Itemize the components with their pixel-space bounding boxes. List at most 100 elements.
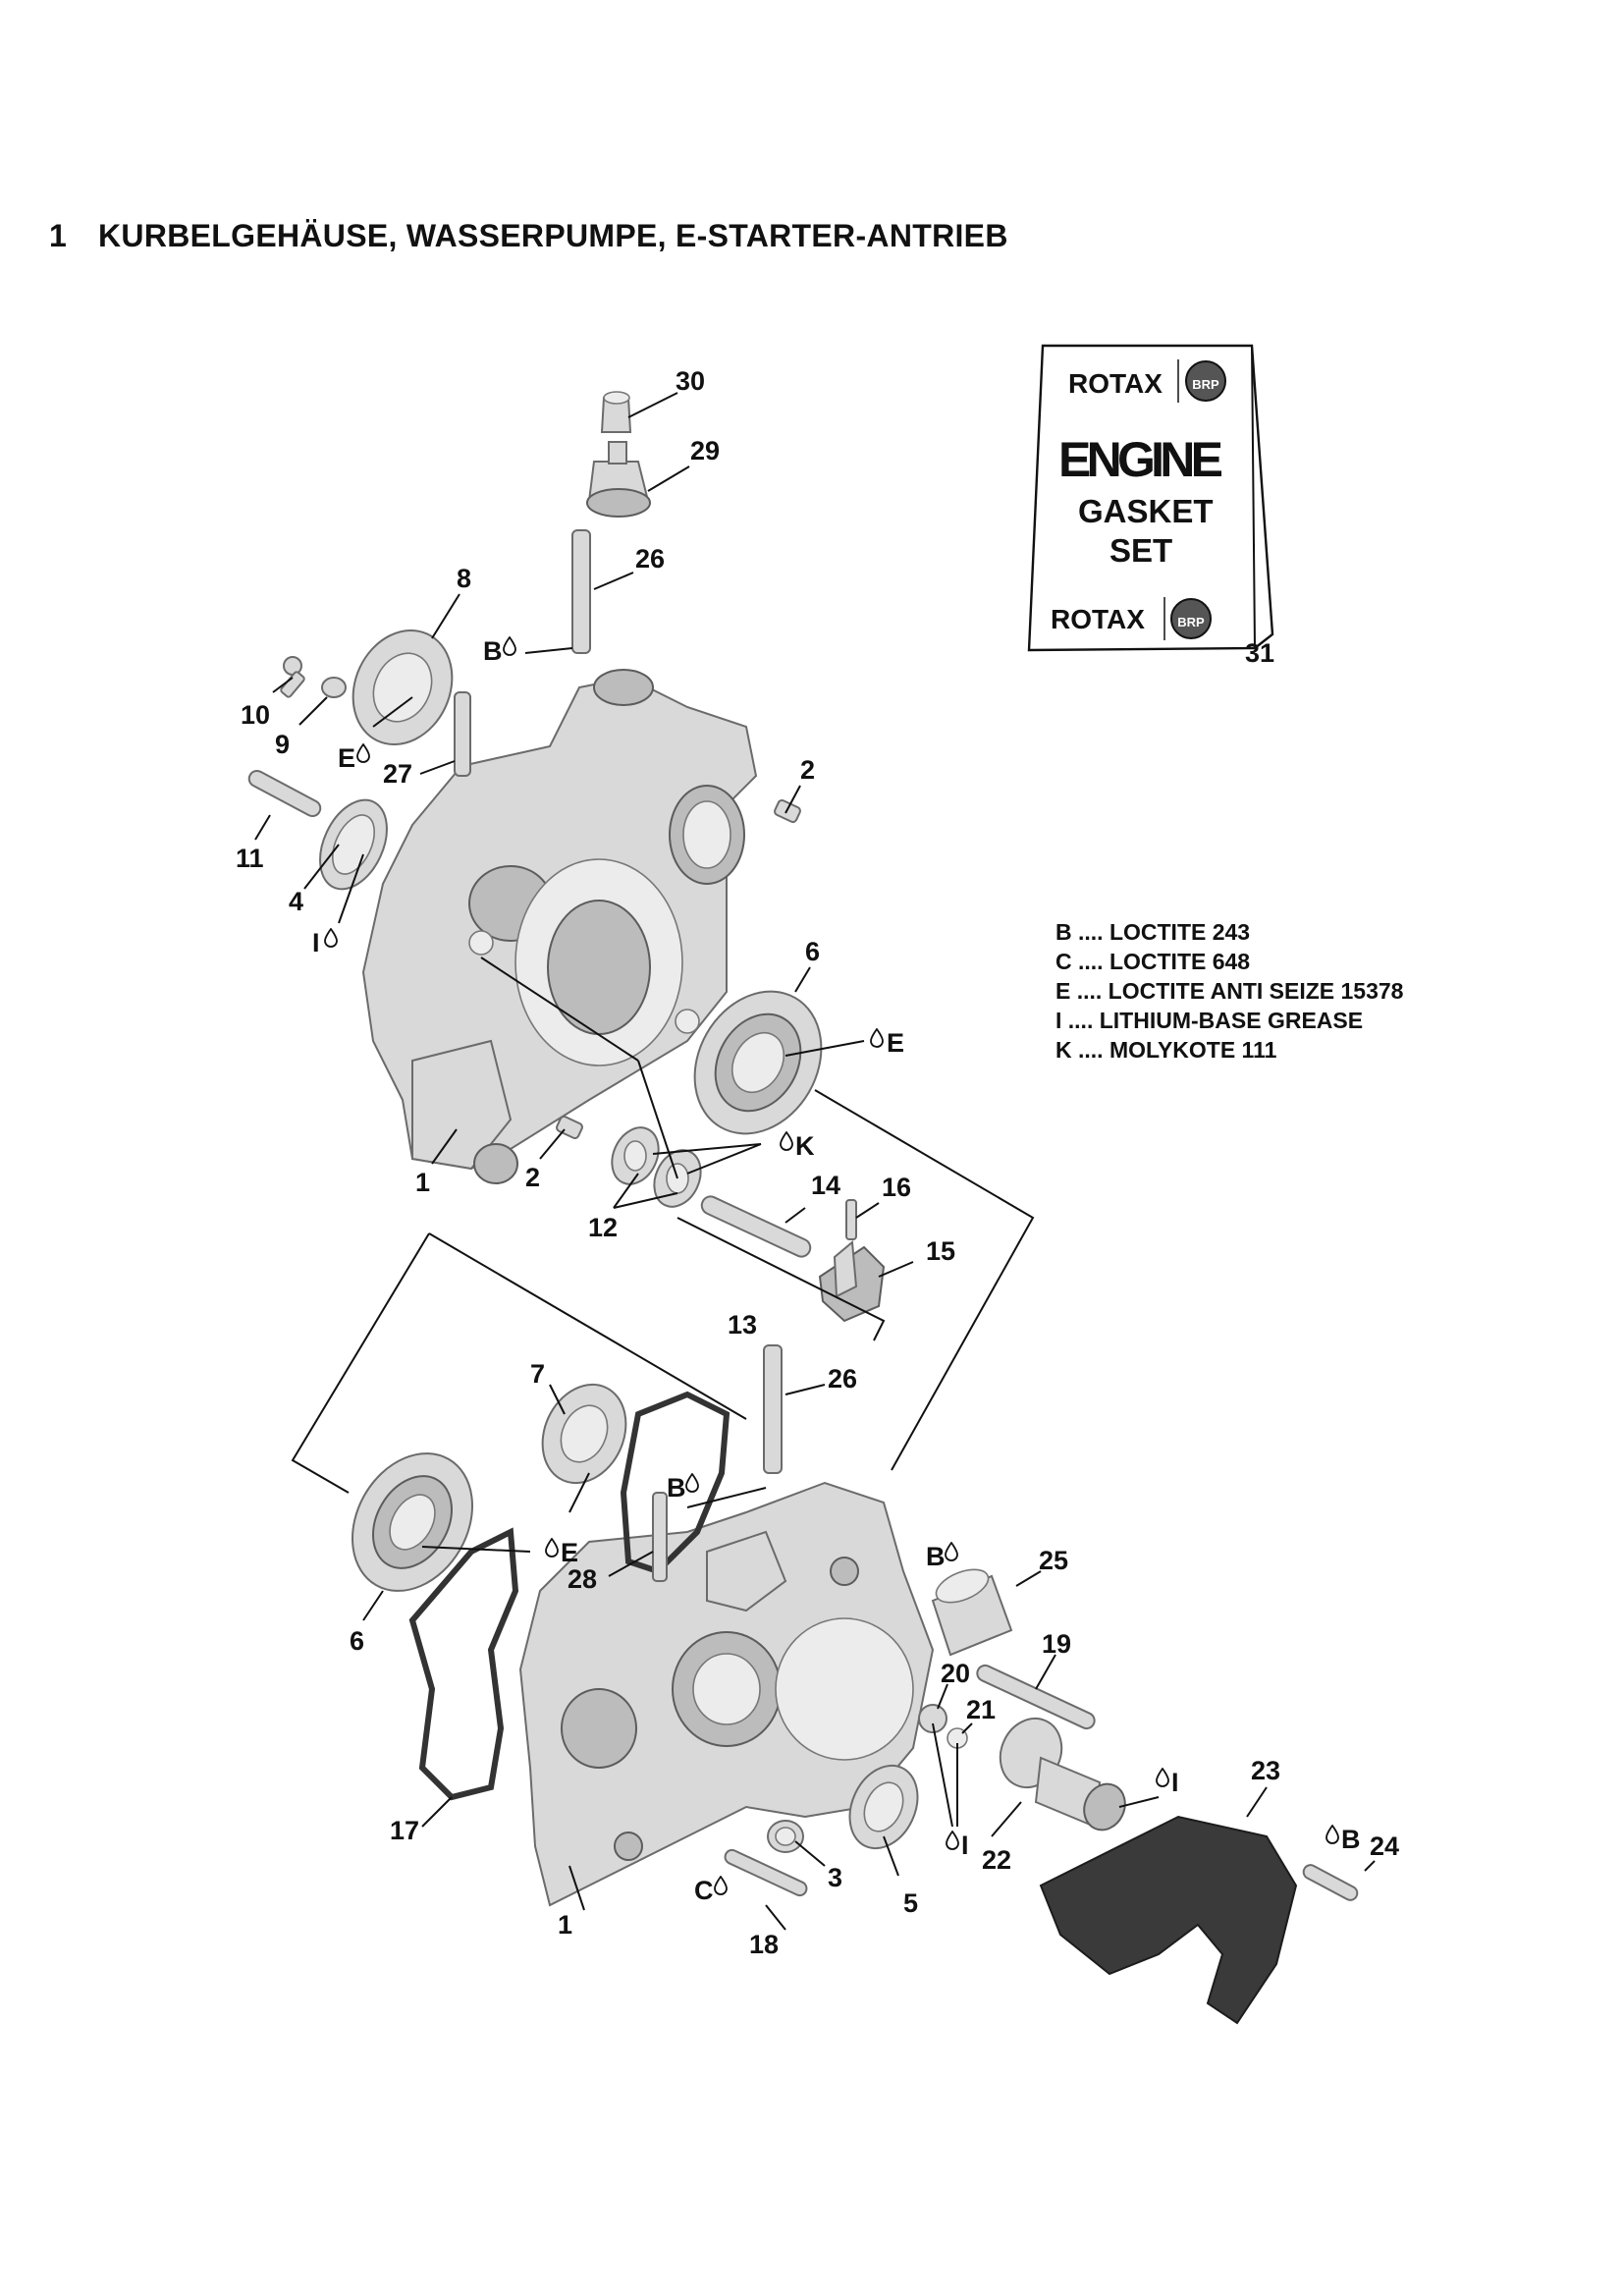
drop-icon-b2 xyxy=(685,1473,699,1493)
callout-27: 27 xyxy=(383,759,412,789)
callout-4: 4 xyxy=(289,887,303,916)
lubricant-legend: B .... LOCTITE 243 C .... LOCTITE 648 E … xyxy=(1055,917,1403,1065)
cap-30 xyxy=(600,391,632,433)
seal-8 xyxy=(352,629,454,746)
bracket-shaft xyxy=(480,957,639,1062)
callout-6-upper: 6 xyxy=(805,937,820,966)
bushing-20 xyxy=(918,1704,947,1733)
legend-item-c: C .... LOCTITE 648 xyxy=(1055,949,1251,974)
callout-i3: I xyxy=(961,1831,969,1860)
drop-icon-i2 xyxy=(1156,1768,1169,1787)
drop-icon-i3 xyxy=(946,1831,959,1850)
page-title: 1 KURBELGEHÄUSE, WASSERPUMPE, E-STARTER-A… xyxy=(49,218,1008,254)
gasket-box-line1: ENGINE xyxy=(1058,432,1223,487)
callout-k: K xyxy=(795,1131,815,1161)
sleeve-25 xyxy=(931,1568,1013,1657)
callout-6-lower: 6 xyxy=(350,1626,364,1656)
callout-e2: E xyxy=(887,1028,904,1058)
callout-28: 28 xyxy=(568,1564,597,1594)
gasket-box-badge-bottom: BRP xyxy=(1177,615,1205,629)
bracket-shaft-2 xyxy=(637,1060,678,1179)
brp-badge-icon-bottom xyxy=(1170,598,1212,639)
bolt-10 xyxy=(280,656,305,698)
callout-8: 8 xyxy=(457,564,471,593)
callout-7: 7 xyxy=(530,1359,545,1389)
callout-18: 18 xyxy=(749,1930,779,1959)
callout-25: 25 xyxy=(1039,1546,1068,1575)
pin-11 xyxy=(247,769,322,818)
callout-17: 17 xyxy=(390,1816,419,1845)
bracket-right xyxy=(814,1089,1035,1471)
callout-2-upper: 2 xyxy=(800,755,815,785)
crankcase-upper-half xyxy=(361,669,758,1184)
callout-5: 5 xyxy=(903,1888,918,1918)
bearing-6-upper xyxy=(693,990,823,1135)
callout-2-lower: 2 xyxy=(525,1163,540,1192)
callout-i1: I xyxy=(312,928,320,957)
callout-14: 14 xyxy=(811,1171,840,1200)
callout-12: 12 xyxy=(588,1213,618,1242)
drop-icon-k xyxy=(780,1131,793,1151)
callout-16: 16 xyxy=(882,1173,911,1202)
callout-31: 31 xyxy=(1245,638,1274,668)
callout-c: C xyxy=(694,1876,714,1905)
callout-26-lower: 26 xyxy=(828,1364,857,1394)
fitting-29 xyxy=(586,441,651,518)
bolt-18 xyxy=(724,1848,808,1897)
legend-item-i: I .... LITHIUM-BASE GREASE xyxy=(1055,1008,1364,1033)
callout-29: 29 xyxy=(690,436,720,465)
gasket-set-box: ROTAX BRP ENGINE GASKET SET ROTAX BRP xyxy=(1027,344,1274,652)
stud-26-upper xyxy=(571,529,591,654)
dowel-27 xyxy=(454,691,471,777)
stud-26-lower xyxy=(763,1344,783,1474)
callout-23: 23 xyxy=(1251,1756,1280,1785)
drop-icon-e2 xyxy=(870,1028,884,1048)
section-number: 1 xyxy=(49,218,68,253)
callout-13: 13 xyxy=(728,1310,757,1339)
drop-icon-c xyxy=(714,1876,728,1895)
section-title: KURBELGEHÄUSE, WASSERPUMPE, E-STARTER-AN… xyxy=(98,218,1008,253)
drop-icon-b3 xyxy=(945,1542,958,1561)
washer-9 xyxy=(321,677,347,698)
gasket-28 xyxy=(620,1391,730,1575)
starter-drive-22 xyxy=(999,1717,1126,1831)
bracket-13 xyxy=(676,1217,886,1341)
callout-e3: E xyxy=(561,1538,578,1567)
callout-22: 22 xyxy=(982,1845,1011,1875)
seal-5 xyxy=(848,1764,919,1850)
pin-16 xyxy=(845,1199,857,1240)
callout-1-upper: 1 xyxy=(415,1168,430,1197)
callout-24: 24 xyxy=(1370,1831,1399,1861)
gasket-17 xyxy=(408,1527,519,1801)
drop-icon-e3 xyxy=(545,1538,559,1558)
callout-e1: E xyxy=(338,743,355,773)
callout-10: 10 xyxy=(241,700,270,730)
callout-3: 3 xyxy=(828,1863,842,1892)
drop-icon-i1 xyxy=(324,928,338,948)
gasket-box-brand-top: ROTAX xyxy=(1068,368,1163,399)
seal-4 xyxy=(319,798,388,891)
callout-1-lower: 1 xyxy=(558,1910,572,1940)
callout-11: 11 xyxy=(236,844,264,873)
legend-item-b: B .... LOCTITE 243 xyxy=(1055,919,1251,945)
callout-b4: B xyxy=(1341,1825,1361,1854)
callout-i2: I xyxy=(1171,1768,1179,1797)
callout-30: 30 xyxy=(676,366,705,396)
impeller-15 xyxy=(818,1240,886,1323)
callout-9: 9 xyxy=(275,730,290,759)
callout-labels: 30 29 26 8 B 10 9 E 27 2 11 4 I 6 E 1 2 … xyxy=(236,366,1399,1959)
brp-badge-icon xyxy=(1185,360,1226,402)
bushing-3 xyxy=(767,1820,804,1853)
legend-item-k: K .... MOLYKOTE 111 xyxy=(1055,1037,1277,1063)
drop-icon-b1 xyxy=(503,636,516,656)
callout-b2: B xyxy=(667,1473,686,1503)
callout-15: 15 xyxy=(926,1236,955,1266)
callout-26-upper: 26 xyxy=(635,544,665,574)
bolt-19 xyxy=(976,1664,1096,1730)
callout-19: 19 xyxy=(1042,1629,1071,1659)
gasket-box-brand-bottom: ROTAX xyxy=(1051,604,1145,634)
starter-cover-23 xyxy=(1039,1815,1298,2025)
shaft-14 xyxy=(700,1195,812,1258)
callout-21: 21 xyxy=(966,1695,996,1724)
